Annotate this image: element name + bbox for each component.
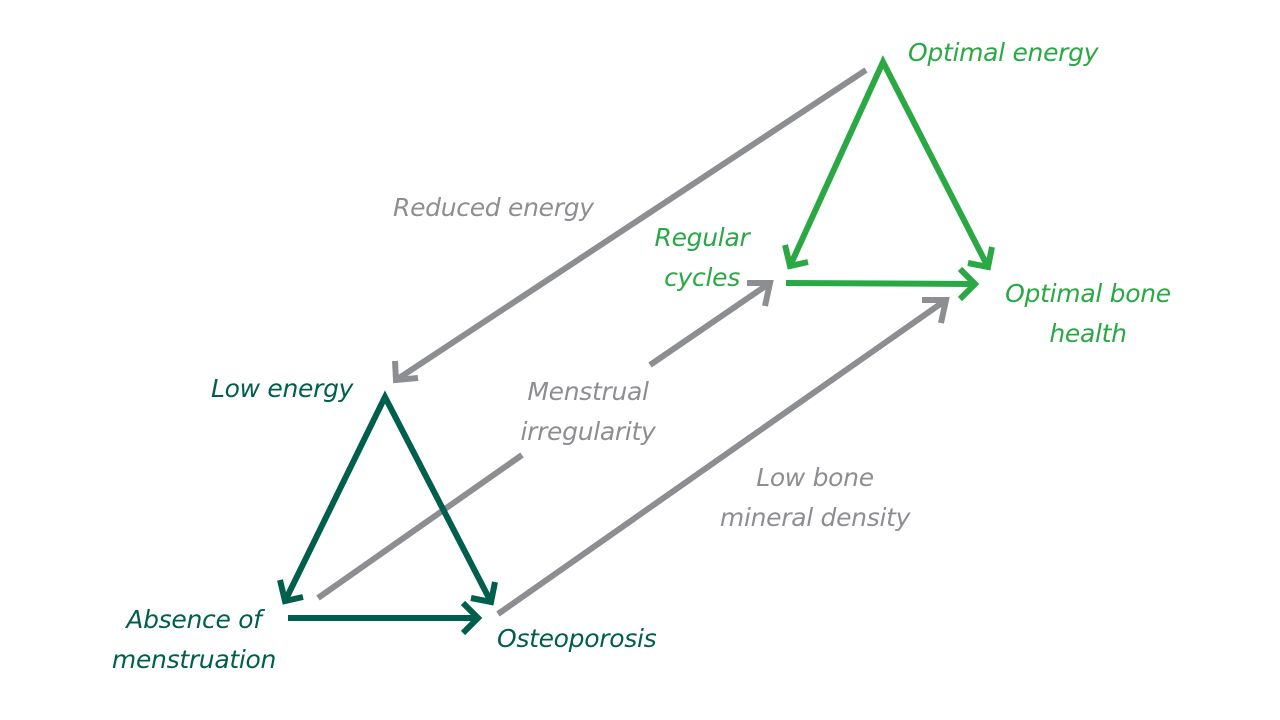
low-triangle-sides [282,390,494,604]
regular-cycles-label: Regular cycles [628,218,776,298]
reduced-energy-arrow-line [394,67,868,383]
cycles-to-bone-arrow-line [785,280,976,287]
regular-cycles-line-1: Regular [654,223,750,252]
osteoporosis-arrowhead [470,581,498,606]
absence-of-menstruation-label: Absence of menstruation [96,600,292,680]
absence-arrowhead [277,579,304,605]
absence-to-osteoporosis-arrowhead [460,600,483,636]
reduced-energy-label: Reduced energy [393,193,594,222]
low-bone-mineral-density-label: Low bone mineral density [700,458,930,538]
optimal-bone-health-label: Optimal bone health [990,274,1186,354]
reduced-energy-arrowhead [392,360,419,384]
low-triangle-arrows [277,390,498,636]
menstrual-irregularity-line-1: Menstrual [527,377,649,406]
low-bone-density-arrowhead [922,297,950,324]
menstrual-irregularity-arrow-upper-line [648,280,772,368]
absence-of-menstruation-line-2: menstruation [111,645,277,674]
cycles-to-bone-arrowhead [957,266,980,302]
low-bone-density-arrow-line [496,297,948,617]
absence-of-menstruation-line-1: Absence of [126,605,262,634]
regular-cycles-line-2: cycles [664,263,740,292]
optimal-triangle-sides [787,55,991,269]
osteoporosis-label: Osteoporosis [497,624,657,653]
low-energy-label: Low energy [211,374,354,403]
optimal-triangle-arrows [782,55,995,302]
menstrual-irregularity-arrow-lower-line [316,452,524,601]
menstrual-irregularity-arrowhead [747,280,774,307]
optimal-bone-health-line-2: health [1049,319,1127,348]
optimal-energy-label: Optimal energy [908,38,1099,67]
regular-cycles-arrowhead [782,244,809,270]
menstrual-irregularity-line-2: irregularity [520,417,656,446]
low-bone-mineral-density-line-2: mineral density [719,503,911,532]
optimal-bone-arrowhead [967,246,995,271]
grey-transition-arrows [316,67,950,617]
low-bone-mineral-density-line-1: Low bone [756,463,874,492]
optimal-bone-health-line-1: Optimal bone [1005,279,1171,308]
menstrual-irregularity-label: Menstrual irregularity [500,372,676,452]
